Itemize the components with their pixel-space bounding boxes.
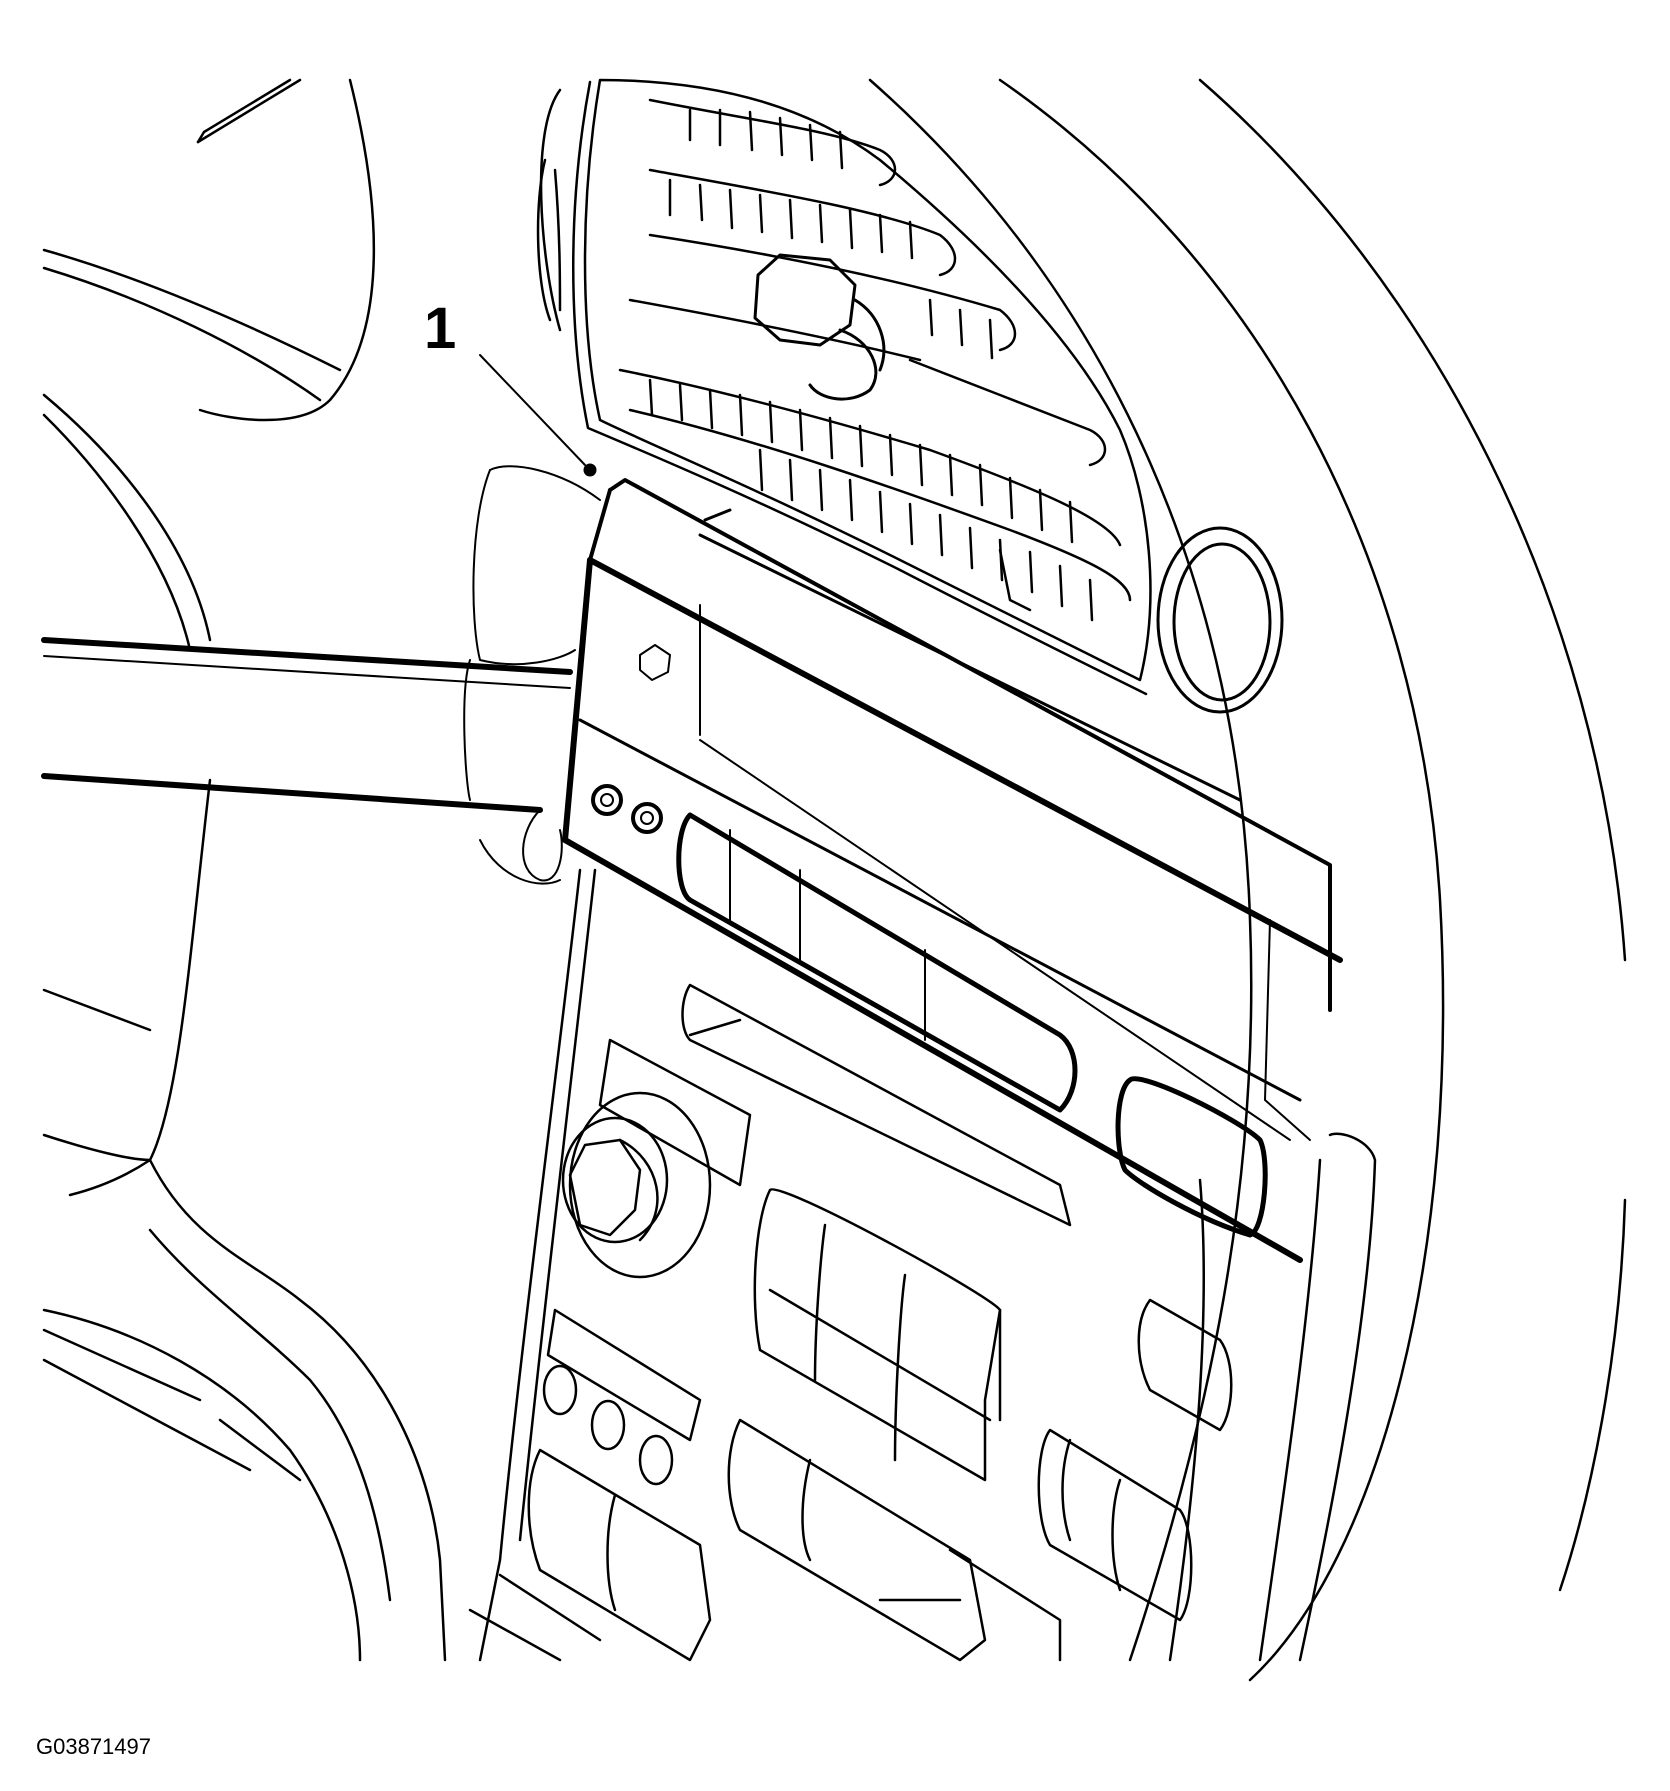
air-vent: [536, 78, 1152, 696]
radio-faceplate: [562, 478, 1343, 1263]
dash-outer-arcs: [868, 78, 1627, 1682]
control-panel: [468, 868, 1377, 1662]
radio-removal-tool: [41, 465, 601, 885]
callout-leader: [479, 354, 597, 477]
callout-number: 1: [424, 296, 457, 361]
vent-knob: [753, 253, 886, 401]
round-vent: [1156, 526, 1284, 714]
left-dash-panel: [42, 78, 447, 1662]
figure-code: G03871497: [36, 1734, 151, 1759]
